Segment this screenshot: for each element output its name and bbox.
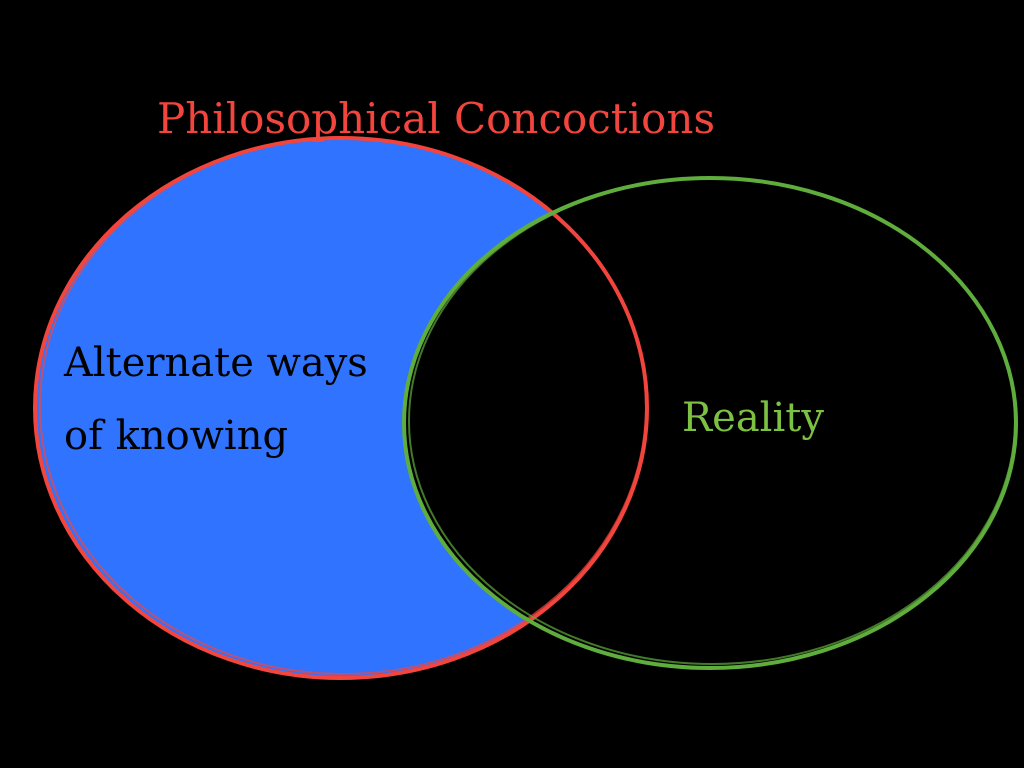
reality-circle — [402, 176, 1018, 670]
reality-label: Reality — [682, 395, 824, 441]
alternate-ways-label-line1: Alternate ways — [63, 340, 368, 386]
philosophical-concoctions-circle — [33, 136, 649, 680]
alternate-ways-label-line2: of knowing — [64, 413, 288, 459]
philosophical-concoctions-label: Philosophical Concoctions — [157, 94, 715, 143]
